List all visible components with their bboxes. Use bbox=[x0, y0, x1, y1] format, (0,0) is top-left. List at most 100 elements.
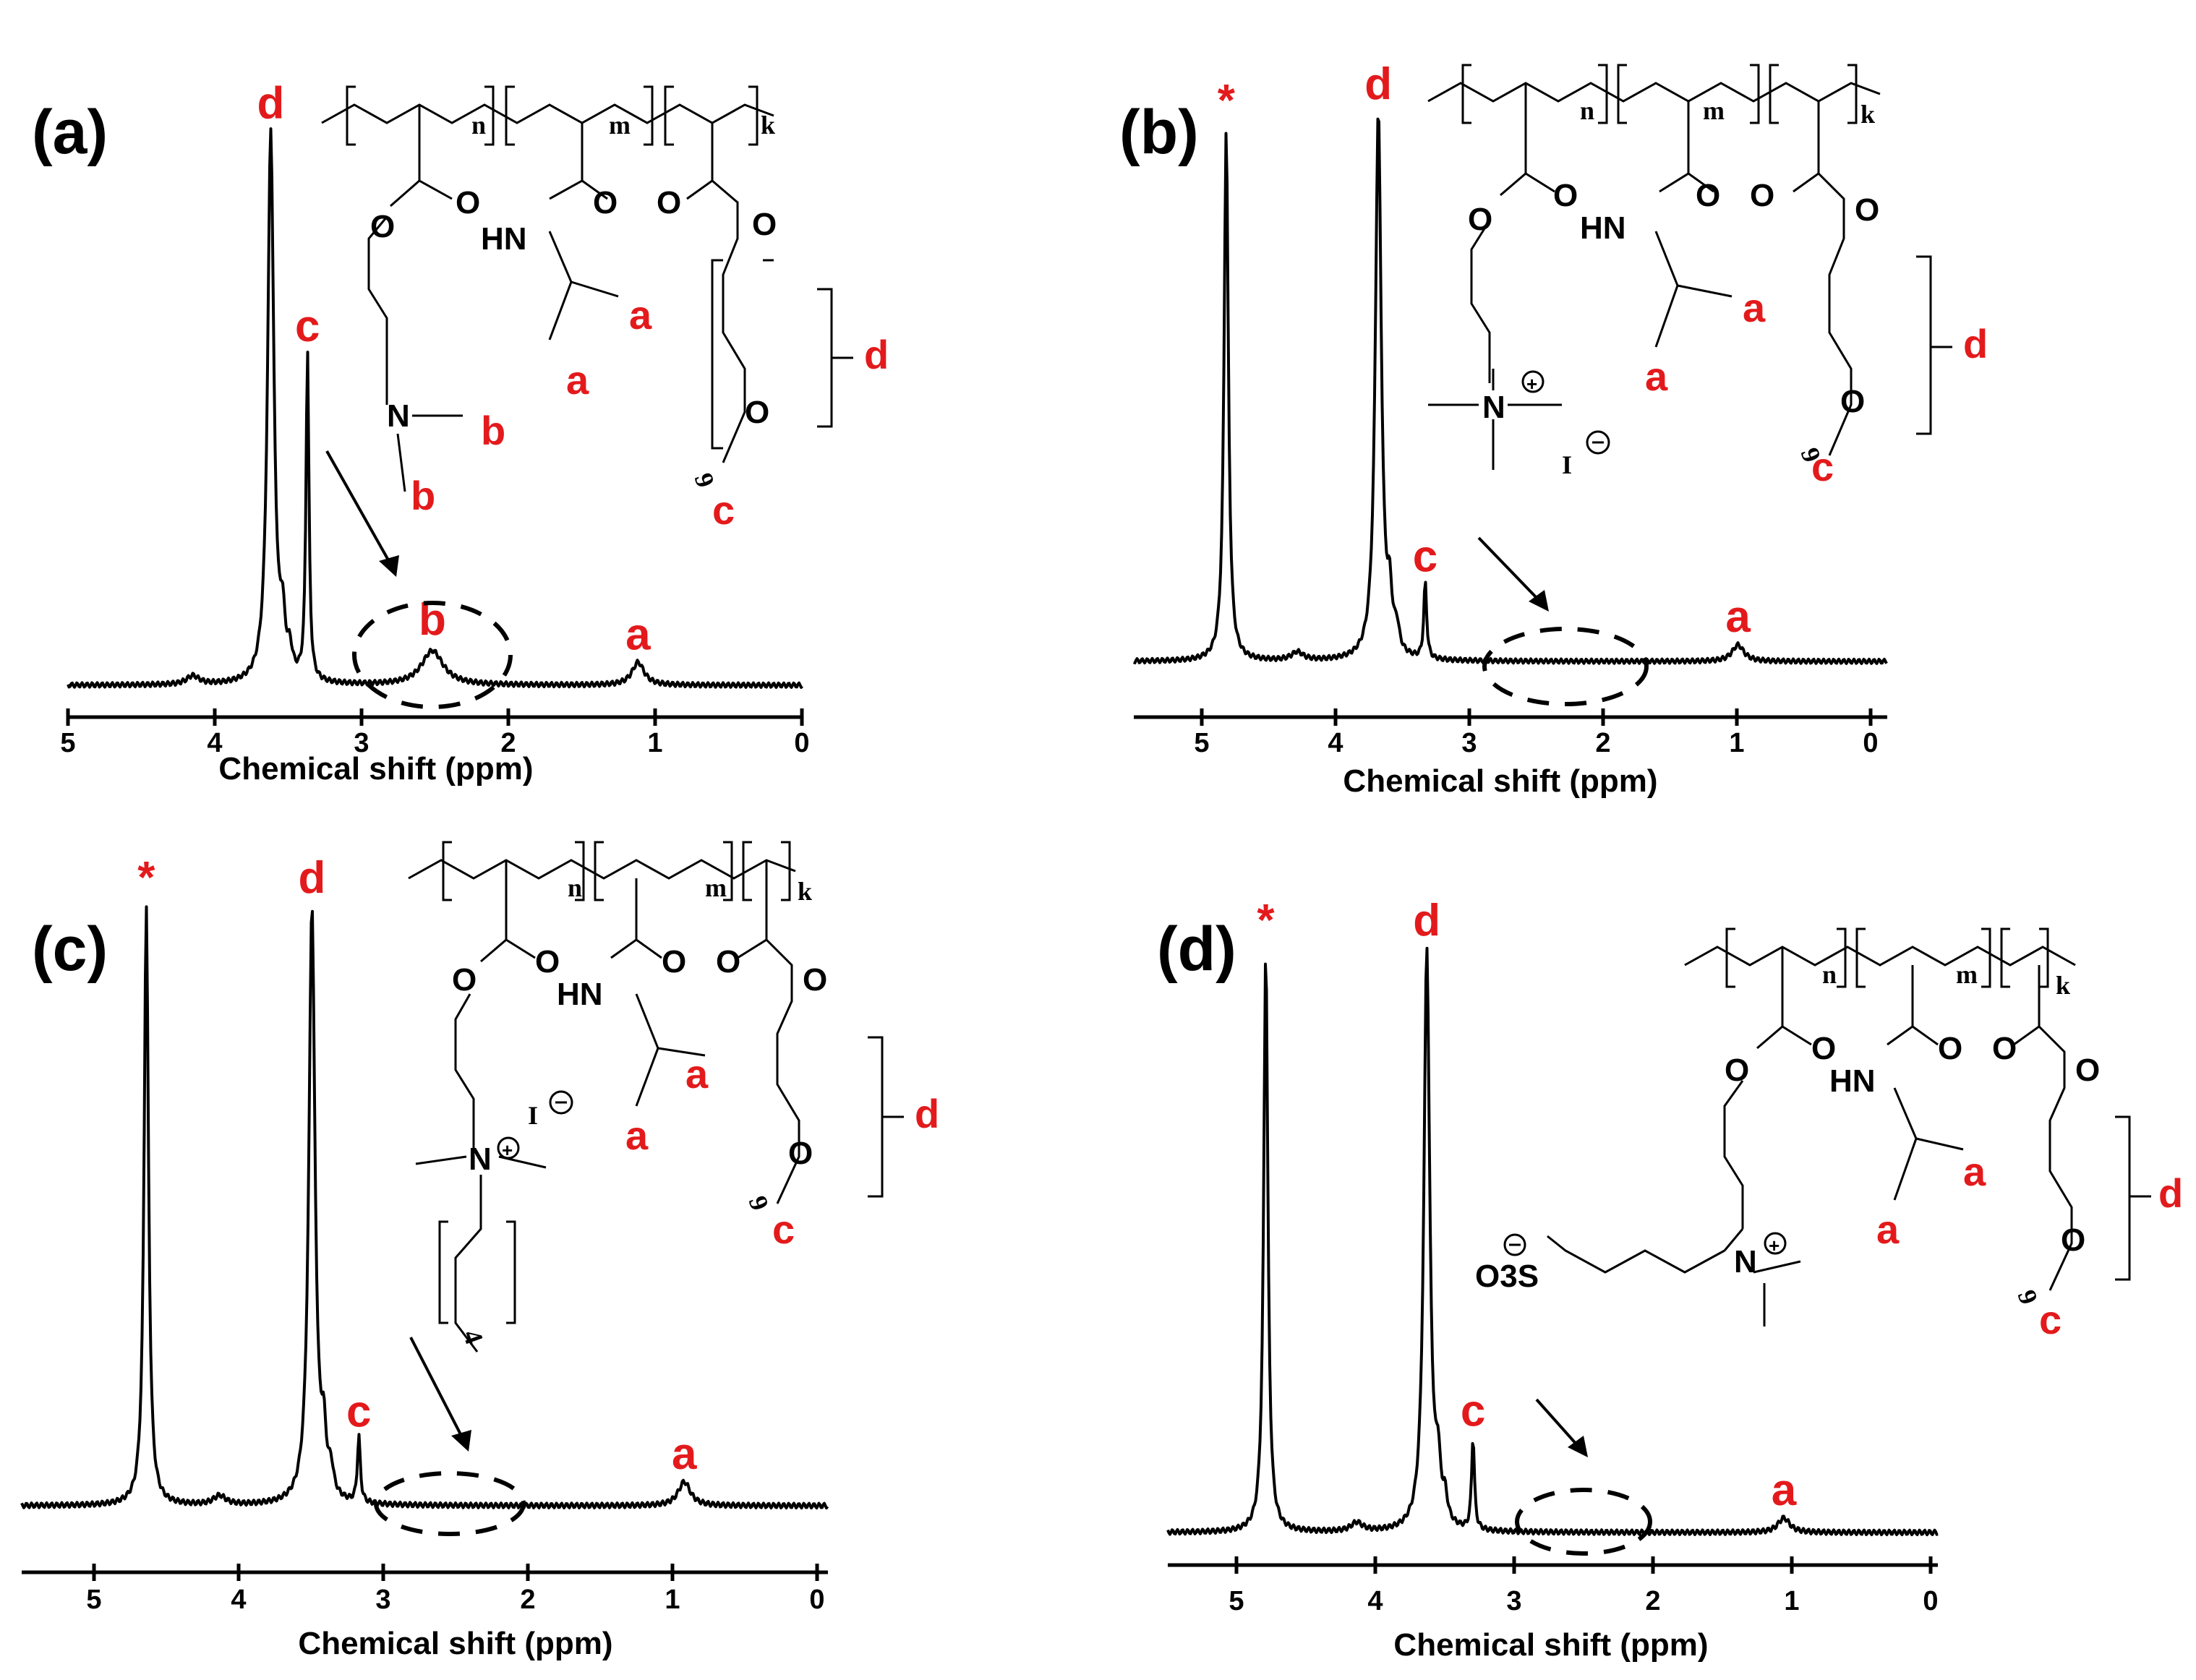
svg-text:O: O bbox=[716, 944, 740, 980]
svg-text:a: a bbox=[625, 1113, 649, 1158]
x-tick-label: 5 bbox=[60, 728, 75, 758]
peak-labels: *dca bbox=[1257, 896, 1796, 1515]
peak-label: c bbox=[295, 301, 320, 351]
spectrum-line bbox=[1166, 946, 1939, 1537]
peak-label: * bbox=[137, 853, 155, 903]
polymer-structure: n m k O O HN O O O O N + I a a c d 9 bbox=[1427, 64, 1988, 489]
svg-text:N: N bbox=[469, 1141, 492, 1177]
x-tick-label: 1 bbox=[1784, 1586, 1799, 1616]
x-tick-label: 0 bbox=[794, 728, 809, 758]
highlight-ellipse bbox=[1515, 1488, 1652, 1556]
x-tick-label: 1 bbox=[1729, 728, 1744, 758]
peak-label: a bbox=[1725, 592, 1751, 642]
svg-text:+: + bbox=[1769, 1235, 1780, 1256]
peak-label: d bbox=[257, 79, 284, 129]
svg-text:a: a bbox=[1645, 353, 1668, 399]
svg-text:a: a bbox=[1876, 1207, 1900, 1252]
svg-text:O: O bbox=[1553, 178, 1578, 213]
svg-text:d: d bbox=[2158, 1170, 2183, 1216]
svg-text:a: a bbox=[1963, 1149, 1986, 1194]
svg-text:N: N bbox=[387, 398, 410, 434]
svg-text:n: n bbox=[568, 873, 582, 902]
svg-text:O: O bbox=[803, 962, 827, 998]
panel-label: (d) bbox=[1157, 914, 1236, 984]
svg-text:d: d bbox=[1963, 321, 1988, 367]
highlight-ellipse bbox=[1482, 627, 1649, 706]
svg-text:N: N bbox=[1734, 1244, 1757, 1280]
x-tick-label: 5 bbox=[1194, 728, 1209, 758]
svg-text:O: O bbox=[1750, 178, 1774, 213]
polymer-structure: n m k O O HN O O O O N a a b b c d 9 bbox=[321, 85, 889, 533]
svg-text:O: O bbox=[456, 185, 480, 220]
x-tick-label: 4 bbox=[1367, 1586, 1383, 1616]
svg-text:HN: HN bbox=[1580, 210, 1626, 246]
svg-text:c: c bbox=[2039, 1297, 2062, 1342]
panel-label: (a) bbox=[32, 98, 108, 167]
svg-text:a: a bbox=[566, 357, 589, 403]
svg-text:O: O bbox=[2061, 1222, 2085, 1258]
peak-label: d bbox=[1413, 896, 1440, 946]
svg-text:n: n bbox=[471, 111, 486, 140]
svg-text:m: m bbox=[1703, 96, 1725, 125]
svg-text:HN: HN bbox=[1829, 1063, 1876, 1099]
svg-text:O: O bbox=[1855, 192, 1879, 228]
peak-label: a bbox=[1772, 1465, 1797, 1515]
svg-text:O: O bbox=[452, 962, 477, 998]
peak-labels: *dca bbox=[137, 853, 697, 1479]
svg-text:O: O bbox=[1725, 1053, 1749, 1088]
x-axis-label: Chemical shift (ppm) bbox=[218, 751, 533, 787]
svg-text:O: O bbox=[1992, 1031, 2017, 1066]
x-tick-label: 5 bbox=[86, 1585, 101, 1615]
peak-label: * bbox=[1257, 896, 1275, 946]
svg-text:m: m bbox=[609, 111, 631, 140]
svg-text:k: k bbox=[761, 111, 775, 140]
x-axis-label: Chemical shift (ppm) bbox=[298, 1626, 612, 1661]
x-axis-label: Chemical shift (ppm) bbox=[1343, 763, 1657, 799]
panel-label: (c) bbox=[32, 914, 108, 984]
arrow-head bbox=[1568, 1436, 1588, 1457]
pointer-arrow bbox=[1477, 536, 1540, 601]
x-tick-label: 4 bbox=[1328, 728, 1343, 758]
peak-label: a bbox=[672, 1429, 697, 1479]
svg-text:c: c bbox=[712, 487, 735, 533]
x-tick-label: 2 bbox=[500, 728, 516, 758]
peak-label: c bbox=[1413, 532, 1437, 582]
svg-text:k: k bbox=[2056, 971, 2070, 1000]
svg-text:d: d bbox=[915, 1091, 939, 1136]
x-tick-label: 3 bbox=[354, 728, 369, 758]
x-axis-label: Chemical shift (ppm) bbox=[1393, 1627, 1708, 1663]
x-tick-label: 0 bbox=[1863, 728, 1878, 758]
svg-text:n: n bbox=[1822, 960, 1837, 989]
x-tick-label: 2 bbox=[1595, 728, 1610, 758]
svg-text:O: O bbox=[1840, 384, 1865, 419]
svg-text:m: m bbox=[705, 873, 727, 902]
svg-text:O: O bbox=[1938, 1031, 1962, 1066]
svg-text:O: O bbox=[1468, 202, 1492, 237]
svg-text:O: O bbox=[535, 944, 560, 980]
peak-labels: *dca bbox=[1218, 59, 1751, 642]
svg-text:+: + bbox=[502, 1139, 513, 1161]
polymer-structure: n m k O O HN O O O O N + I a a c d 9 bbox=[408, 841, 939, 1353]
svg-text:+: + bbox=[1526, 373, 1537, 395]
svg-text:9: 9 bbox=[743, 1192, 774, 1214]
svg-text:O: O bbox=[593, 185, 618, 220]
svg-text:c: c bbox=[1811, 444, 1834, 489]
svg-text:c: c bbox=[772, 1207, 795, 1252]
svg-text:O3S: O3S bbox=[1475, 1259, 1539, 1294]
x-tick-label: 3 bbox=[1461, 728, 1477, 758]
pointer-arrow bbox=[325, 450, 392, 565]
x-tick-label: 2 bbox=[520, 1585, 535, 1615]
arrow-head bbox=[379, 555, 399, 577]
svg-text:I: I bbox=[528, 1101, 538, 1130]
svg-text:O: O bbox=[657, 185, 681, 220]
svg-text:n: n bbox=[1580, 96, 1594, 125]
svg-text:HN: HN bbox=[481, 221, 527, 257]
peak-label: d bbox=[298, 853, 325, 903]
x-tick-label: 5 bbox=[1229, 1586, 1244, 1616]
x-tick-label: 3 bbox=[1506, 1586, 1521, 1616]
